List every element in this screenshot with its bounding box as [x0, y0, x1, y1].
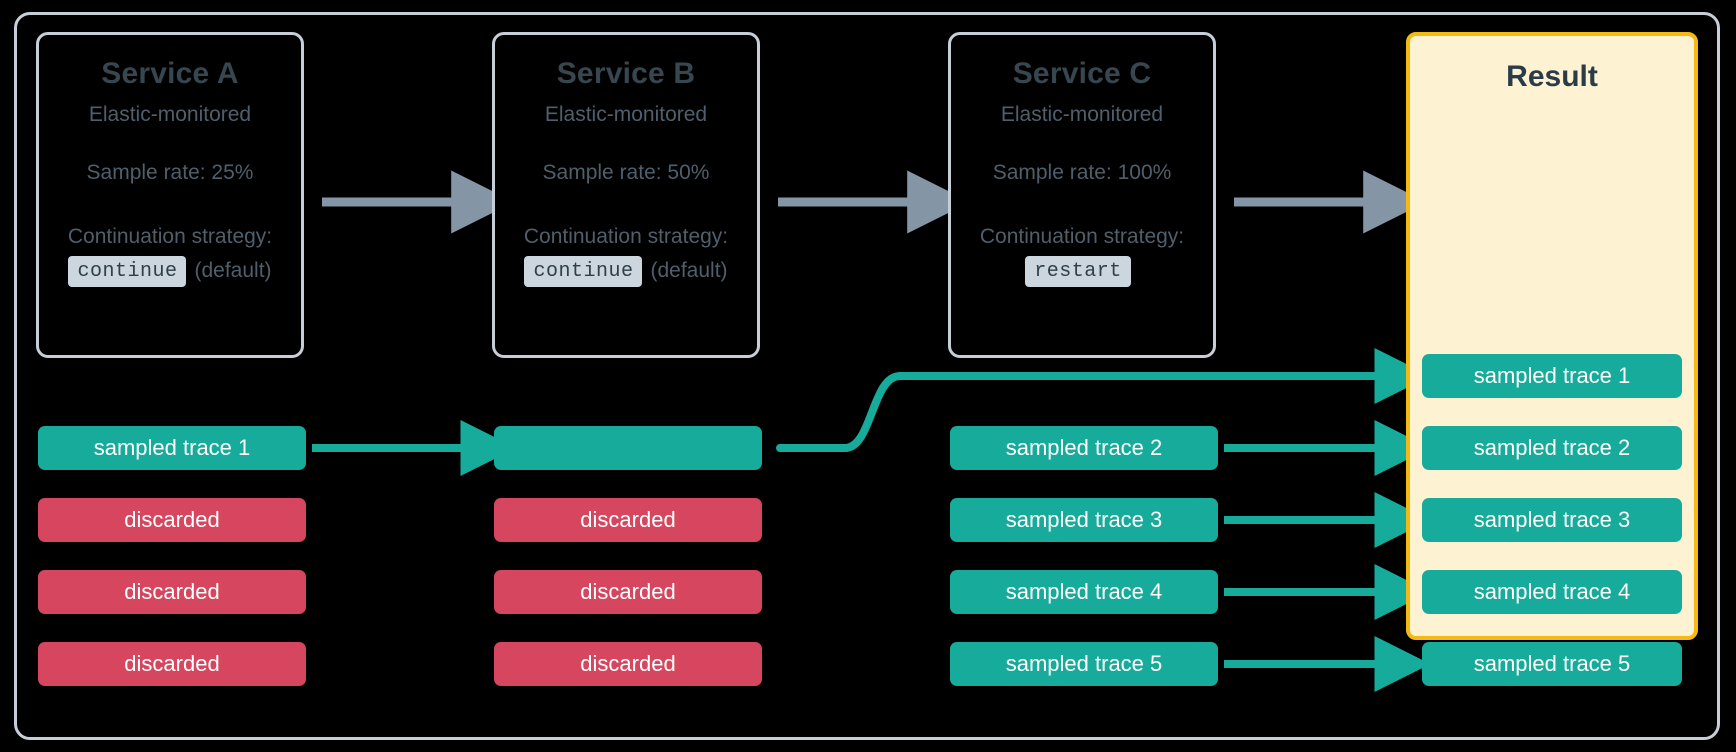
column-b-trace-3: discarded	[494, 570, 762, 614]
service-a-subtitle: Elastic-monitored	[88, 103, 252, 126]
column-a-trace-2: discarded	[38, 498, 306, 542]
service-card-a: Service A Elastic-monitored Sample rate:…	[36, 32, 304, 358]
result-trace-3: sampled trace 3	[1422, 498, 1682, 542]
result-trace-5: sampled trace 5	[1422, 642, 1682, 686]
service-c-strategy-chip: restart	[1025, 255, 1131, 287]
column-a-trace-3: discarded	[38, 570, 306, 614]
result-title: Result	[1506, 60, 1598, 93]
service-c-title: Service C	[1012, 57, 1152, 90]
service-b-title: Service B	[556, 57, 696, 90]
service-b-strategy-row: continue (default)	[524, 255, 728, 287]
column-c-trace-1: sampled trace 2	[950, 426, 1218, 470]
service-c-sample-rate: Sample rate: 100%	[992, 161, 1172, 184]
column-b-trace-4: discarded	[494, 642, 762, 686]
service-card-b: Service B Elastic-monitored Sample rate:…	[492, 32, 760, 358]
column-c-trace-4: sampled trace 5	[950, 642, 1218, 686]
result-card: Result	[1406, 32, 1698, 640]
service-c-continuation-label: Continuation strategy:	[979, 225, 1185, 248]
service-card-c: Service C Elastic-monitored Sample rate:…	[948, 32, 1216, 358]
result-trace-4: sampled trace 4	[1422, 570, 1682, 614]
column-a-trace-4: discarded	[38, 642, 306, 686]
service-b-strategy-chip: continue	[524, 255, 643, 287]
service-a-strategy-note: (default)	[194, 259, 272, 283]
service-a-continuation-label: Continuation strategy:	[67, 225, 273, 248]
column-b-trace-2: discarded	[494, 498, 762, 542]
service-b-sample-rate: Sample rate: 50%	[542, 161, 710, 184]
column-c-trace-3: sampled trace 4	[950, 570, 1218, 614]
service-a-sample-rate: Sample rate: 25%	[86, 161, 254, 184]
column-b-trace-1	[494, 426, 762, 470]
column-a-trace-1: sampled trace 1	[38, 426, 306, 470]
column-c-trace-2: sampled trace 3	[950, 498, 1218, 542]
result-trace-2: sampled trace 2	[1422, 426, 1682, 470]
service-c-subtitle: Elastic-monitored	[1000, 103, 1164, 126]
service-a-strategy-chip: continue	[68, 255, 187, 287]
service-b-subtitle: Elastic-monitored	[544, 103, 708, 126]
service-b-strategy-note: (default)	[650, 259, 728, 283]
result-trace-1: sampled trace 1	[1422, 354, 1682, 398]
service-c-strategy-row: restart	[1025, 255, 1139, 287]
service-a-strategy-row: continue (default)	[68, 255, 272, 287]
service-a-title: Service A	[101, 57, 239, 90]
service-b-continuation-label: Continuation strategy:	[523, 225, 729, 248]
trace-flow-arrows	[312, 348, 1431, 692]
